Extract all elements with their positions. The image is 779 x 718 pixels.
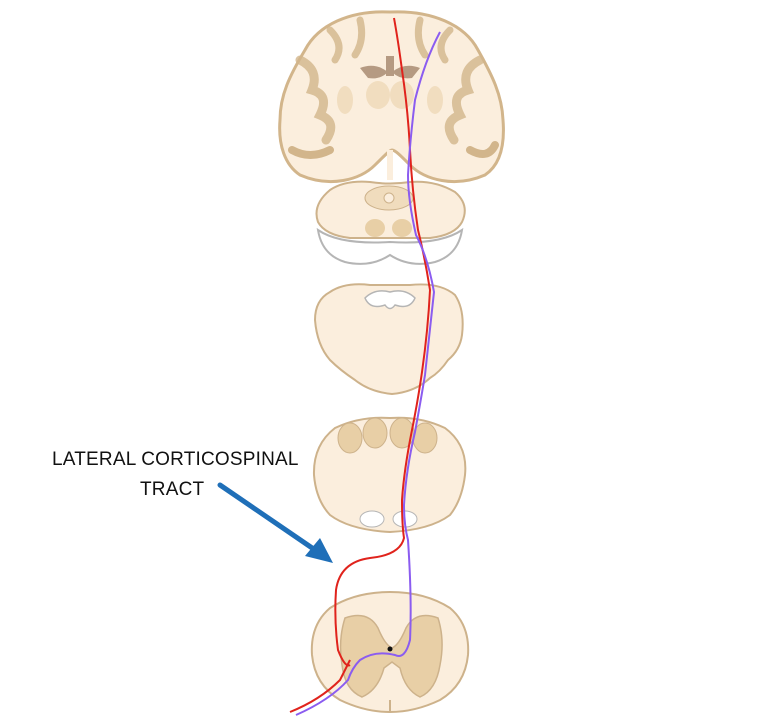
lower-medulla-section	[312, 416, 467, 534]
tract-label-line2: TRACT	[140, 479, 205, 500]
medulla-section	[313, 283, 464, 396]
lower-motor-neuron-pathway	[295, 31, 441, 716]
pons-section	[315, 180, 466, 265]
pointer-arrow	[217, 482, 333, 563]
brain-coronal-section	[278, 10, 505, 183]
tract-label-line1: LATERAL CORTICOSPINAL	[52, 449, 299, 470]
